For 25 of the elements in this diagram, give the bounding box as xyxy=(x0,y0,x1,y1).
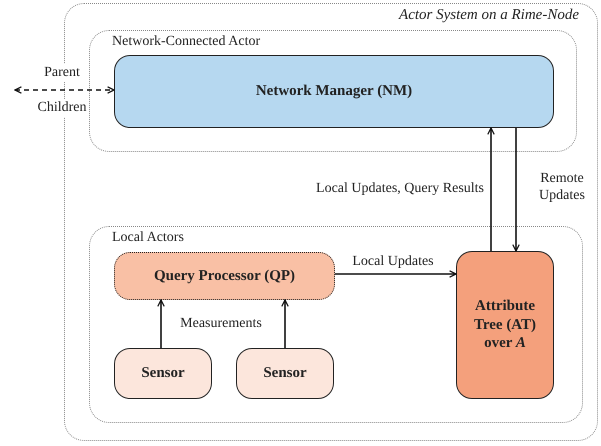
edge-label: Local Updates, Query Results xyxy=(314,180,486,198)
arrow xyxy=(487,127,495,251)
edge-label: Local Updates xyxy=(350,253,436,271)
box-label: Sensor xyxy=(140,364,186,383)
box-label: Query Processor (QP) xyxy=(152,266,296,286)
process-box xyxy=(114,55,554,128)
process-box xyxy=(114,348,212,399)
arrow xyxy=(14,86,115,94)
group-title: Network-Connected Actor xyxy=(112,34,260,50)
box-label: Sensor xyxy=(262,364,308,383)
group-frame xyxy=(89,30,577,152)
box-label: Network Manager (NM) xyxy=(254,82,414,101)
arrow xyxy=(335,270,457,278)
group-frame xyxy=(89,226,583,423)
process-box xyxy=(236,348,334,399)
edge-label: Parent xyxy=(42,64,82,82)
arrow xyxy=(512,128,520,252)
group-title: Actor System on a Rime-Node xyxy=(399,7,579,24)
text-label: Children xyxy=(36,99,88,117)
arrow xyxy=(281,299,289,348)
process-box xyxy=(456,251,554,399)
group-title: Local Actors xyxy=(112,230,184,246)
box-label: Attribute Tree (AT) over A xyxy=(472,296,538,354)
process-box xyxy=(114,252,335,300)
arrow xyxy=(157,299,165,348)
